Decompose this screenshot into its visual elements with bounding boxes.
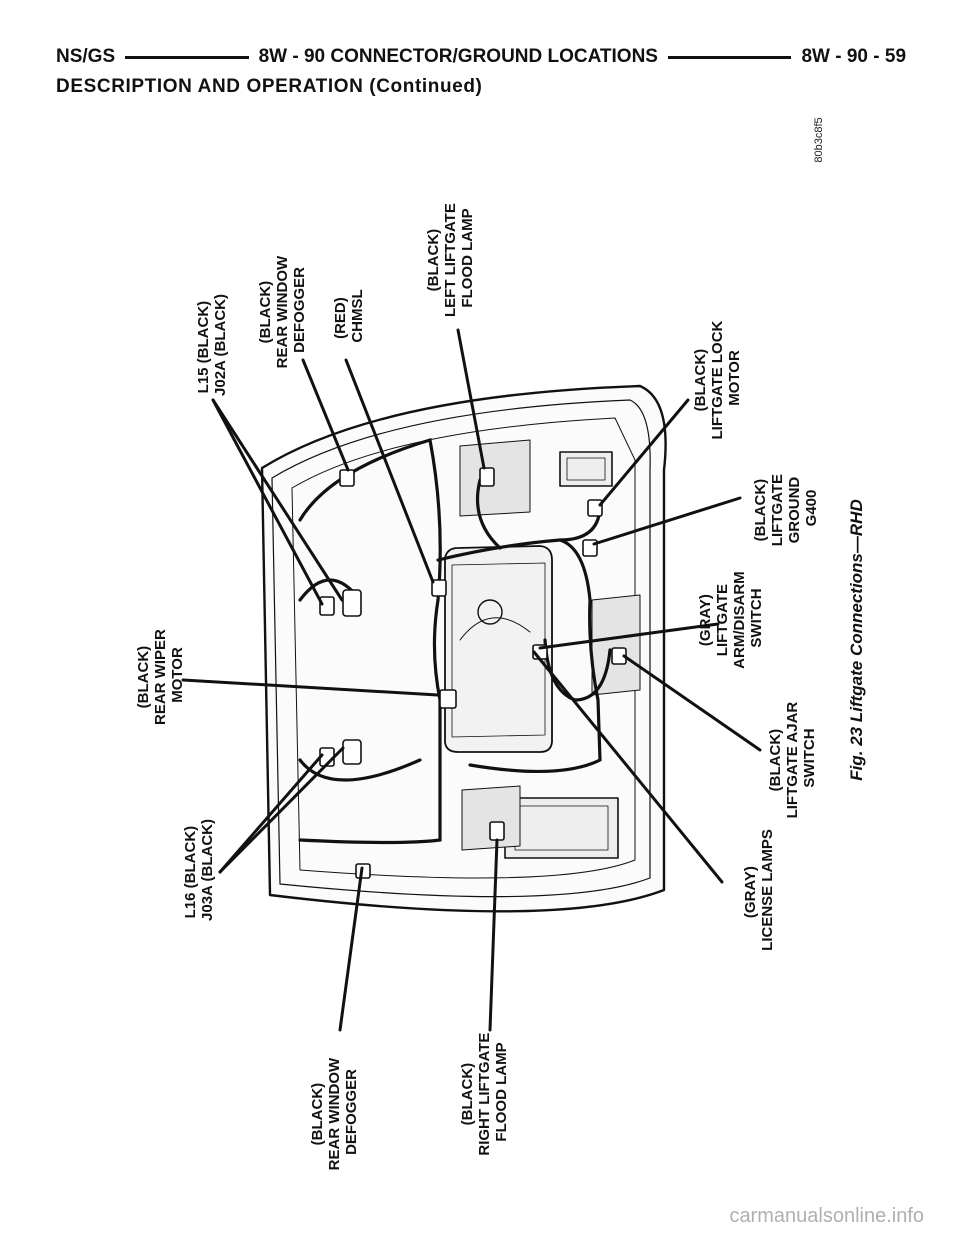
- right-flood-lamp-connector: [489, 821, 505, 841]
- label-rear-window-defogger-top: (BLACK) REAR WINDOW DEFOGGER: [257, 252, 308, 369]
- defogger-top-connector: [339, 469, 355, 487]
- watermark: carmanualsonline.info: [729, 1205, 924, 1227]
- label-rear-wiper-motor: (BLACK) REAR WIPER MOTOR: [135, 625, 186, 725]
- label-left-liftgate-flood-lamp: (BLACK) LEFT LIFTGATE FLOOD LAMP: [425, 199, 476, 317]
- left-flood-lamp-connector: [479, 467, 495, 487]
- liftgate-panel: [260, 384, 667, 913]
- label-l15-j02a: L15 (BLACK) J02A (BLACK): [195, 294, 229, 396]
- j02a-connector: [319, 596, 335, 616]
- l16-connector: [342, 739, 362, 765]
- section-subtitle: DESCRIPTION AND OPERATION (Continued): [56, 76, 483, 97]
- label-liftgate-ajar-switch: (BLACK) LIFTGATE AJAR SWITCH: [767, 698, 818, 819]
- chmsl-connector: [431, 579, 447, 597]
- label-liftgate-ground-g400: (BLACK) LIFTGATE GROUND G400: [752, 470, 820, 546]
- l15-connector: [342, 589, 362, 617]
- header-rule-left: [125, 55, 249, 59]
- page-header: NS/GS 8W - 90 CONNECTOR/GROUND LOCATIONS…: [56, 42, 906, 72]
- leader-lines: [181, 328, 762, 1032]
- header-center: 8W - 90 CONNECTOR/GROUND LOCATIONS: [258, 46, 658, 67]
- figure-caption: Fig. 23 Liftgate Connections—RHD: [847, 499, 866, 780]
- header-right: 8W - 90 - 59: [801, 46, 907, 67]
- wiper-motor-connector: [439, 689, 457, 709]
- header-left: NS/GS: [56, 46, 116, 67]
- label-l16-j03a: L16 (BLACK) J03A (BLACK): [182, 819, 216, 921]
- label-license-lamps: (GRAY) LICENSE LAMPS: [742, 829, 776, 951]
- callout-labels: (BLACK) REAR WIPER MOTOR L15 (BLACK) J02…: [135, 199, 820, 1171]
- label-rear-window-defogger-bottom: (BLACK) REAR WINDOW DEFOGGER: [309, 1054, 360, 1171]
- label-chmsl: (RED) CHMSL: [332, 289, 366, 342]
- figure-code: 80b3c8f5: [813, 117, 825, 162]
- label-right-liftgate-flood-lamp: (BLACK) RIGHT LIFTGATE FLOOD LAMP: [459, 1028, 510, 1155]
- header-rule-right: [667, 55, 792, 59]
- lock-motor-connector: [587, 499, 603, 517]
- label-liftgate-lock-motor: (BLACK) LIFTGATE LOCK MOTOR: [692, 316, 743, 439]
- label-arm-disarm-switch: (GRAY) LIFTGATE ARM/DISARM SWITCH: [697, 567, 765, 669]
